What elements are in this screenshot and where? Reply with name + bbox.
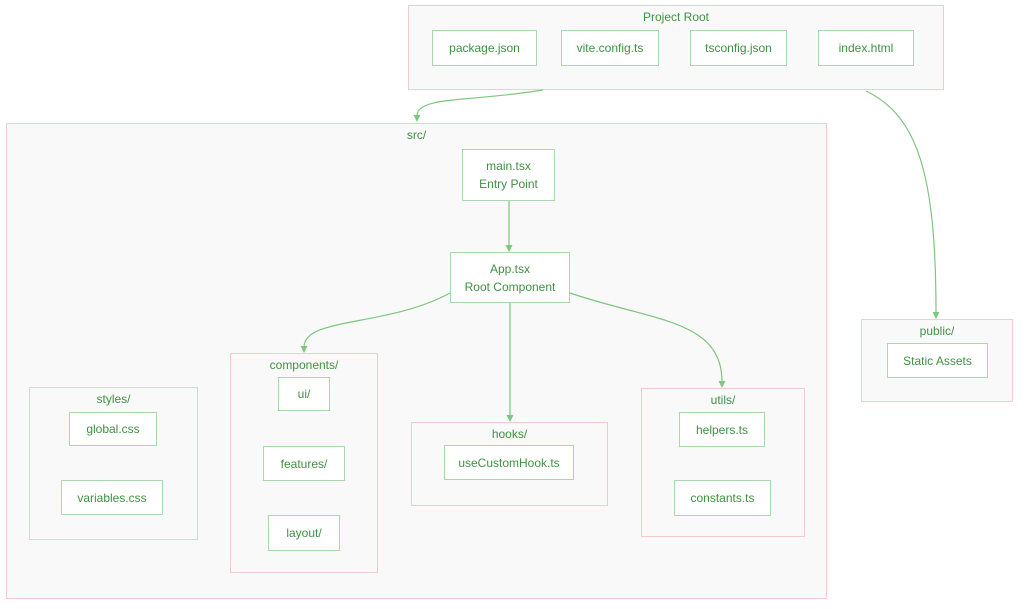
src-label: src/ [406,128,427,142]
node-static-assets: Static Assets [887,343,988,378]
node-constants: constants.ts [674,480,771,516]
node-app-tsx-subtitle: Root Component [464,279,556,294]
node-main-tsx: main.tsx Entry Point [462,149,555,201]
public-label: public/ [919,324,955,338]
node-variables-css: variables.css [61,480,163,515]
node-tsconfig: tsconfig.json [690,30,787,66]
node-main-tsx-title: main.tsx [486,159,531,173]
node-global-css: global.css [69,412,157,446]
edge-index-html-to-public [865,90,940,319]
node-use-custom-hook: useCustomHook.ts [444,445,574,480]
project-root-label: Project Root [642,10,710,24]
styles-label: styles/ [96,392,131,406]
utils-label: utils/ [710,393,736,407]
edge-project-root-to-src [413,89,544,122]
node-ui: ui/ [278,377,330,411]
container-styles: styles/ [29,387,198,540]
node-features: features/ [263,446,345,481]
node-vite-config: vite.config.ts [561,30,659,66]
node-helpers: helpers.ts [679,412,765,447]
hooks-label: hooks/ [491,427,528,441]
node-index-html: index.html [818,30,914,66]
components-label: components/ [269,358,339,372]
node-package-json: package.json [432,30,537,66]
node-app-tsx: App.tsx Root Component [450,252,570,303]
node-main-tsx-subtitle: Entry Point [479,177,538,191]
node-layout: layout/ [268,515,340,551]
node-app-tsx-title: App.tsx [489,261,531,276]
